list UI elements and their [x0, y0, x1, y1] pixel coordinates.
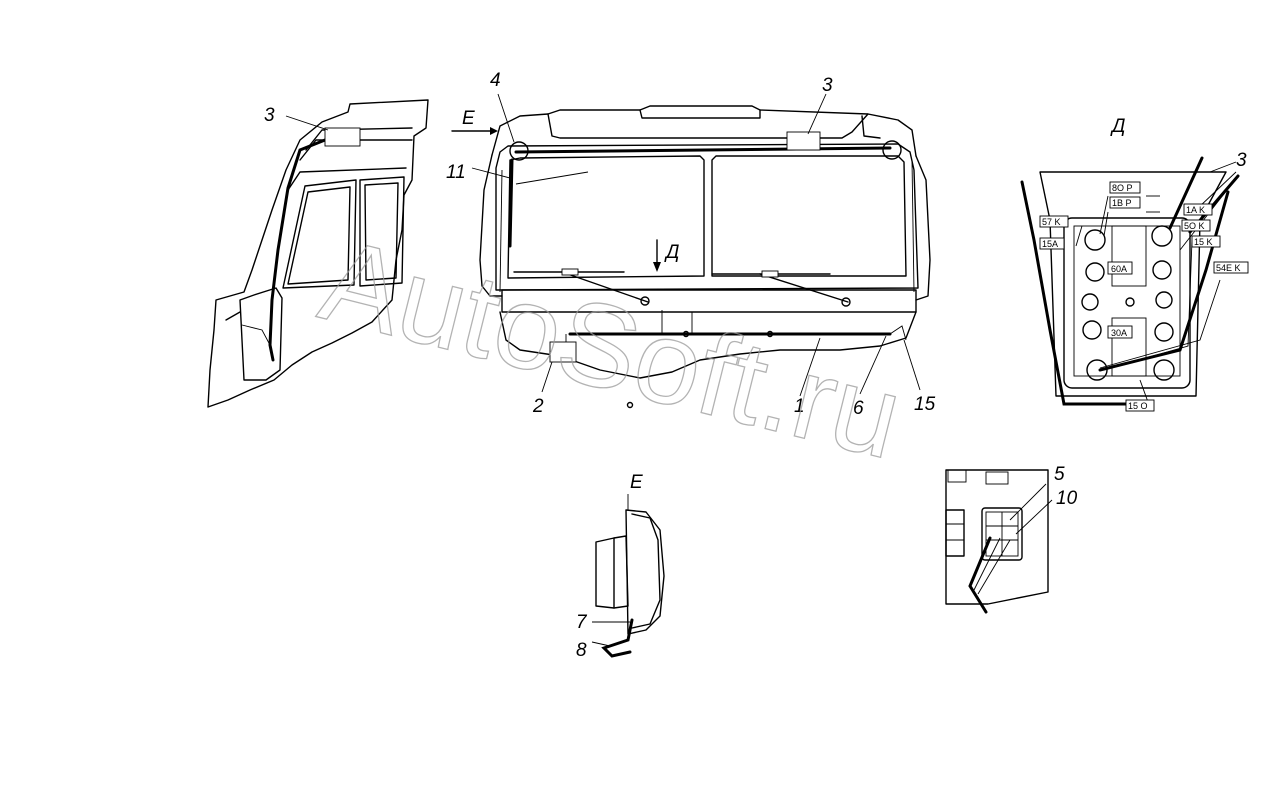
callout-15: 15 — [914, 394, 936, 415]
callout-6: 6 — [853, 398, 864, 419]
callout-7: 7 — [576, 612, 588, 633]
tag-15a: 15A — [1042, 239, 1058, 249]
callout-3-left: 3 — [264, 105, 275, 126]
fuse-60a: 60A — [1111, 264, 1127, 274]
view-e-arrow-label: Е — [462, 108, 475, 129]
relay-terminals — [1081, 225, 1175, 381]
cab-front-view — [451, 105, 931, 409]
tag-54ek: 54E K — [1216, 263, 1241, 273]
tag-15k: 15 K — [1194, 237, 1213, 247]
leader-lines — [285, 93, 1237, 647]
relay-block-view-d — [1020, 156, 1240, 406]
callout-3-right: 3 — [1236, 150, 1247, 171]
callout-5: 5 — [1054, 464, 1065, 485]
callout-8: 8 — [576, 640, 587, 661]
terminal-tags: 57 K 15A 8O P 1B P 1A K 5O K 15 K 54E K … — [1039, 181, 1249, 412]
view-d-title: Д — [1110, 116, 1125, 137]
lamp-view-e — [595, 494, 665, 658]
tag-8op: 8O P — [1112, 183, 1133, 193]
callout-2: 2 — [532, 396, 544, 417]
tag-1ak: 1A K — [1186, 205, 1205, 215]
callout-3-center: 3 — [822, 75, 833, 96]
watermark: AutoSoft.ru — [309, 214, 914, 485]
switch-panel-view — [945, 469, 1049, 614]
tag-15o: 15 O — [1128, 401, 1148, 411]
view-e-title: Е — [630, 472, 643, 493]
callout-11: 11 — [446, 162, 466, 183]
callout-10: 10 — [1056, 488, 1078, 509]
callout-1: 1 — [794, 396, 805, 417]
tag-1bp: 1B P — [1112, 198, 1132, 208]
cab-side-view — [207, 99, 429, 408]
tag-57k: 57 K — [1042, 217, 1061, 227]
callout-4: 4 — [490, 70, 501, 91]
callouts: 3 3 3 4 11 2 1 6 15 5 10 7 8 Е Д Д Е — [264, 70, 1247, 661]
fuse-30a: 30A — [1111, 328, 1127, 338]
tag-5ok: 5O K — [1184, 221, 1205, 231]
view-d-arrow-label: Д — [664, 242, 679, 263]
